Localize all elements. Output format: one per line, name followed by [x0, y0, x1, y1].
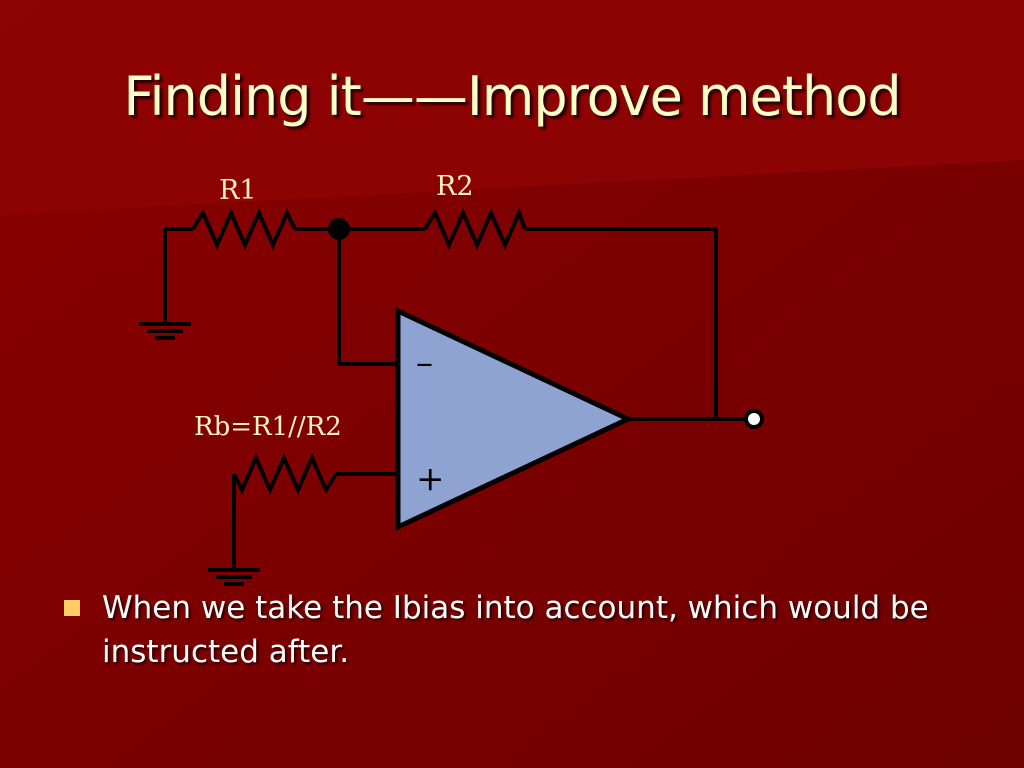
bullet-marker — [64, 600, 80, 616]
wire-r1-ground — [163, 227, 193, 322]
rb-label: Rb=R1//R2 — [194, 412, 342, 442]
opamp-plus-sign: + — [416, 459, 445, 499]
resistor-r1 — [191, 208, 297, 250]
r2-label: R2 — [436, 171, 474, 202]
junction-node — [328, 218, 350, 240]
opamp-minus-sign: – — [416, 343, 433, 383]
slide-title: Finding it——Improve method — [123, 65, 901, 128]
resistor-r2 — [423, 207, 527, 250]
ground-symbol-rb — [208, 568, 260, 586]
opamp-triangle — [395, 307, 634, 531]
wire-inverting-input — [337, 229, 398, 366]
output-terminal — [744, 409, 764, 429]
ground-symbol-r1 — [139, 322, 191, 340]
wire-feedback — [525, 227, 718, 419]
r1-label: R1 — [219, 175, 257, 206]
bullet-text: When we take the Ibias into account, whi… — [102, 590, 929, 670]
resistor-rb — [232, 453, 338, 495]
